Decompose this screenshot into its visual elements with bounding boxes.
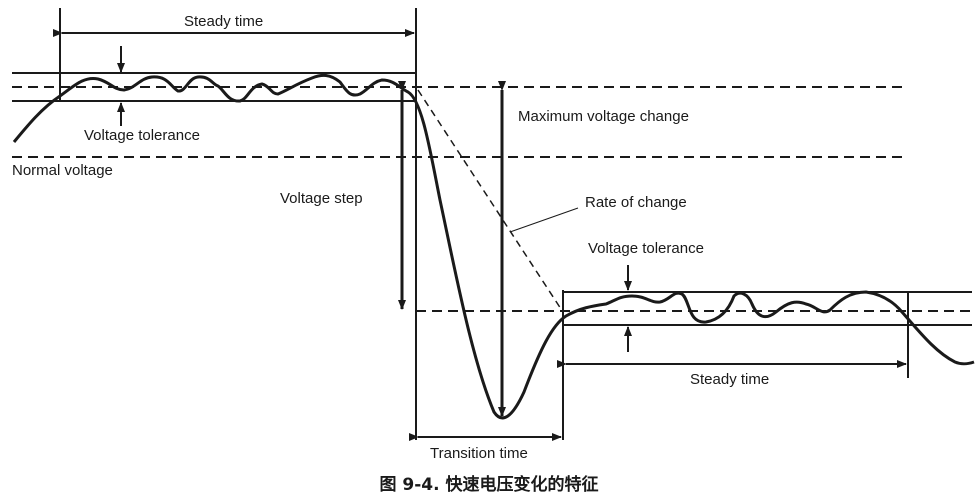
normal-voltage-label: Normal voltage	[12, 162, 113, 179]
voltage-change-diagram	[12, 8, 975, 441]
voltage-step-label: Voltage step	[280, 190, 363, 207]
voltage-tolerance-right-label: Voltage tolerance	[588, 240, 704, 257]
voltage-waveform	[12, 73, 975, 420]
rate-of-change-leader	[509, 207, 579, 233]
rate-of-change-slope	[417, 89, 562, 310]
voltage-tolerance-top-label: Voltage tolerance	[84, 127, 200, 144]
transition-time-label: Transition time	[430, 445, 528, 462]
rate-of-change-label: Rate of change	[585, 194, 687, 211]
steady-time-bottom-label: Steady time	[690, 371, 770, 388]
maximum-voltage-change-label: Maximum voltage change	[518, 108, 689, 125]
figure-caption: 图 9-4. 快速电压变化的特征	[379, 475, 599, 495]
steady-time-top-label: Steady time	[184, 13, 264, 30]
